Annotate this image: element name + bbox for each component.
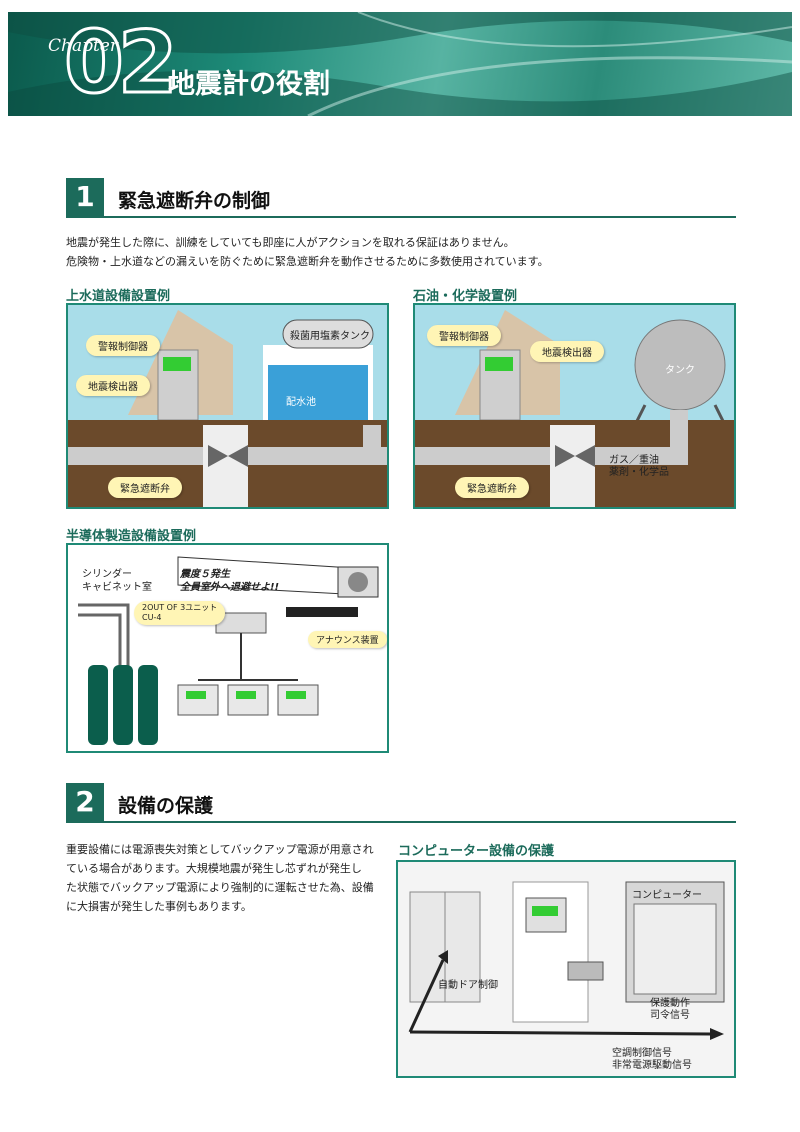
water-diagram: 警報制御器 地震検出器 殺菌用塩素タンク 配水池 緊急遮断弁 xyxy=(66,303,389,509)
section-2-line-1: 重要設備には電源喪失対策としてバックアップ電源が用意され xyxy=(66,843,374,856)
semi-unit-line-2: CU-4 xyxy=(142,613,162,622)
wave-decoration xyxy=(8,12,792,116)
computer-diagram: コンピューター 自動ドア制御 保護動作 司令信号 空調制御信号 非常電源駆動信号 xyxy=(396,860,736,1078)
section-1-body: 地震が発生した際に、訓練をしていても即座に人がアクションを取れる保証はありません… xyxy=(66,233,746,271)
section-2-rule xyxy=(66,821,736,823)
computer-signal-4: 非常電源駆動信号 xyxy=(612,1060,692,1071)
water-heading: 上水道設備設置例 xyxy=(66,289,171,304)
semi-announce-label: アナウンス装置 xyxy=(308,631,387,648)
section-2-line-4: に大損害が発生した事例もあります。 xyxy=(66,900,252,913)
section-2-number: 2 xyxy=(66,783,104,821)
section-1-number: 1 xyxy=(66,178,104,216)
oil-sensor-label: 地震検出器 xyxy=(530,341,604,362)
section-2-line-2: ている場合があります。大規模地震が発生し芯ずれが発生し xyxy=(66,862,362,875)
water-illustration xyxy=(68,305,387,507)
chapter-title: 地震計の役割 xyxy=(168,69,330,100)
chapter-word: Chapter xyxy=(48,36,118,56)
section-1-line-1: 地震が発生した際に、訓練をしていても即座に人がアクションを取れる保証はありません… xyxy=(66,236,515,249)
oil-valve-label: 緊急遮断弁 xyxy=(455,477,529,498)
computer-signal-1: 保護動作 xyxy=(650,998,690,1009)
chapter-number: 02 xyxy=(63,13,180,113)
water-tank-label: 殺菌用塩素タンク xyxy=(290,331,370,342)
computer-heading: コンピューター設備の保護 xyxy=(398,844,555,859)
section-2-title: 設備の保護 xyxy=(118,795,214,817)
section-2-line-3: た状態でバックアップ電源により強制的に運転させた為、設備 xyxy=(66,881,374,894)
semi-cabinet-label: キャビネット室 xyxy=(82,582,152,593)
semi-msg-1: 震度５発生 xyxy=(180,569,230,580)
semi-msg-2: 全員室外へ退避せよ!! xyxy=(180,582,280,593)
computer-signal-2: 司令信号 xyxy=(650,1010,690,1021)
computer-signal-3: 空調制御信号 xyxy=(612,1048,672,1059)
section-2-body: 重要設備には電源喪失対策としてバックアップ電源が用意され ている場合があります。… xyxy=(66,840,386,916)
semi-illustration xyxy=(78,556,379,745)
semi-diagram: シリンダー キャビネット室 震度５発生 全員室外へ退避せよ!! 2OUT OF … xyxy=(66,543,389,753)
computer-server-label: コンピューター xyxy=(632,890,702,901)
oil-tank-label: タンク xyxy=(665,365,695,376)
oil-alarm-label: 警報制御器 xyxy=(427,325,501,346)
semi-unit-line-1: 2OUT OF 3ユニット xyxy=(142,603,218,612)
water-pool-label: 配水池 xyxy=(286,397,316,408)
oil-heading: 石油・化学設置例 xyxy=(413,289,518,304)
section-1-title: 緊急遮断弁の制御 xyxy=(118,190,271,212)
semi-heading: 半導体製造設備設置例 xyxy=(66,529,197,544)
water-valve-label: 緊急遮断弁 xyxy=(108,477,182,498)
oil-gas-label: ガス／重油 xyxy=(609,455,659,466)
water-alarm-label: 警報制御器 xyxy=(86,335,160,356)
water-sensor-label: 地震検出器 xyxy=(76,375,150,396)
computer-illustration xyxy=(398,862,734,1076)
section-1-rule xyxy=(66,216,736,218)
semi-unit-label: 2OUT OF 3ユニット CU-4 xyxy=(134,601,226,625)
computer-door-label: 自動ドア制御 xyxy=(438,980,498,991)
chapter-banner xyxy=(8,12,792,116)
semi-cylinder-label: シリンダー xyxy=(82,569,132,580)
oil-chem-label: 薬剤・化学品 xyxy=(609,467,669,478)
section-1-line-2: 危険物・上水道などの漏えいを防ぐために緊急遮断弁を動作させるために多数使用されて… xyxy=(66,255,549,268)
oil-diagram: 警報制御器 地震検出器 タンク ガス／重油 薬剤・化学品 緊急遮断弁 xyxy=(413,303,736,509)
